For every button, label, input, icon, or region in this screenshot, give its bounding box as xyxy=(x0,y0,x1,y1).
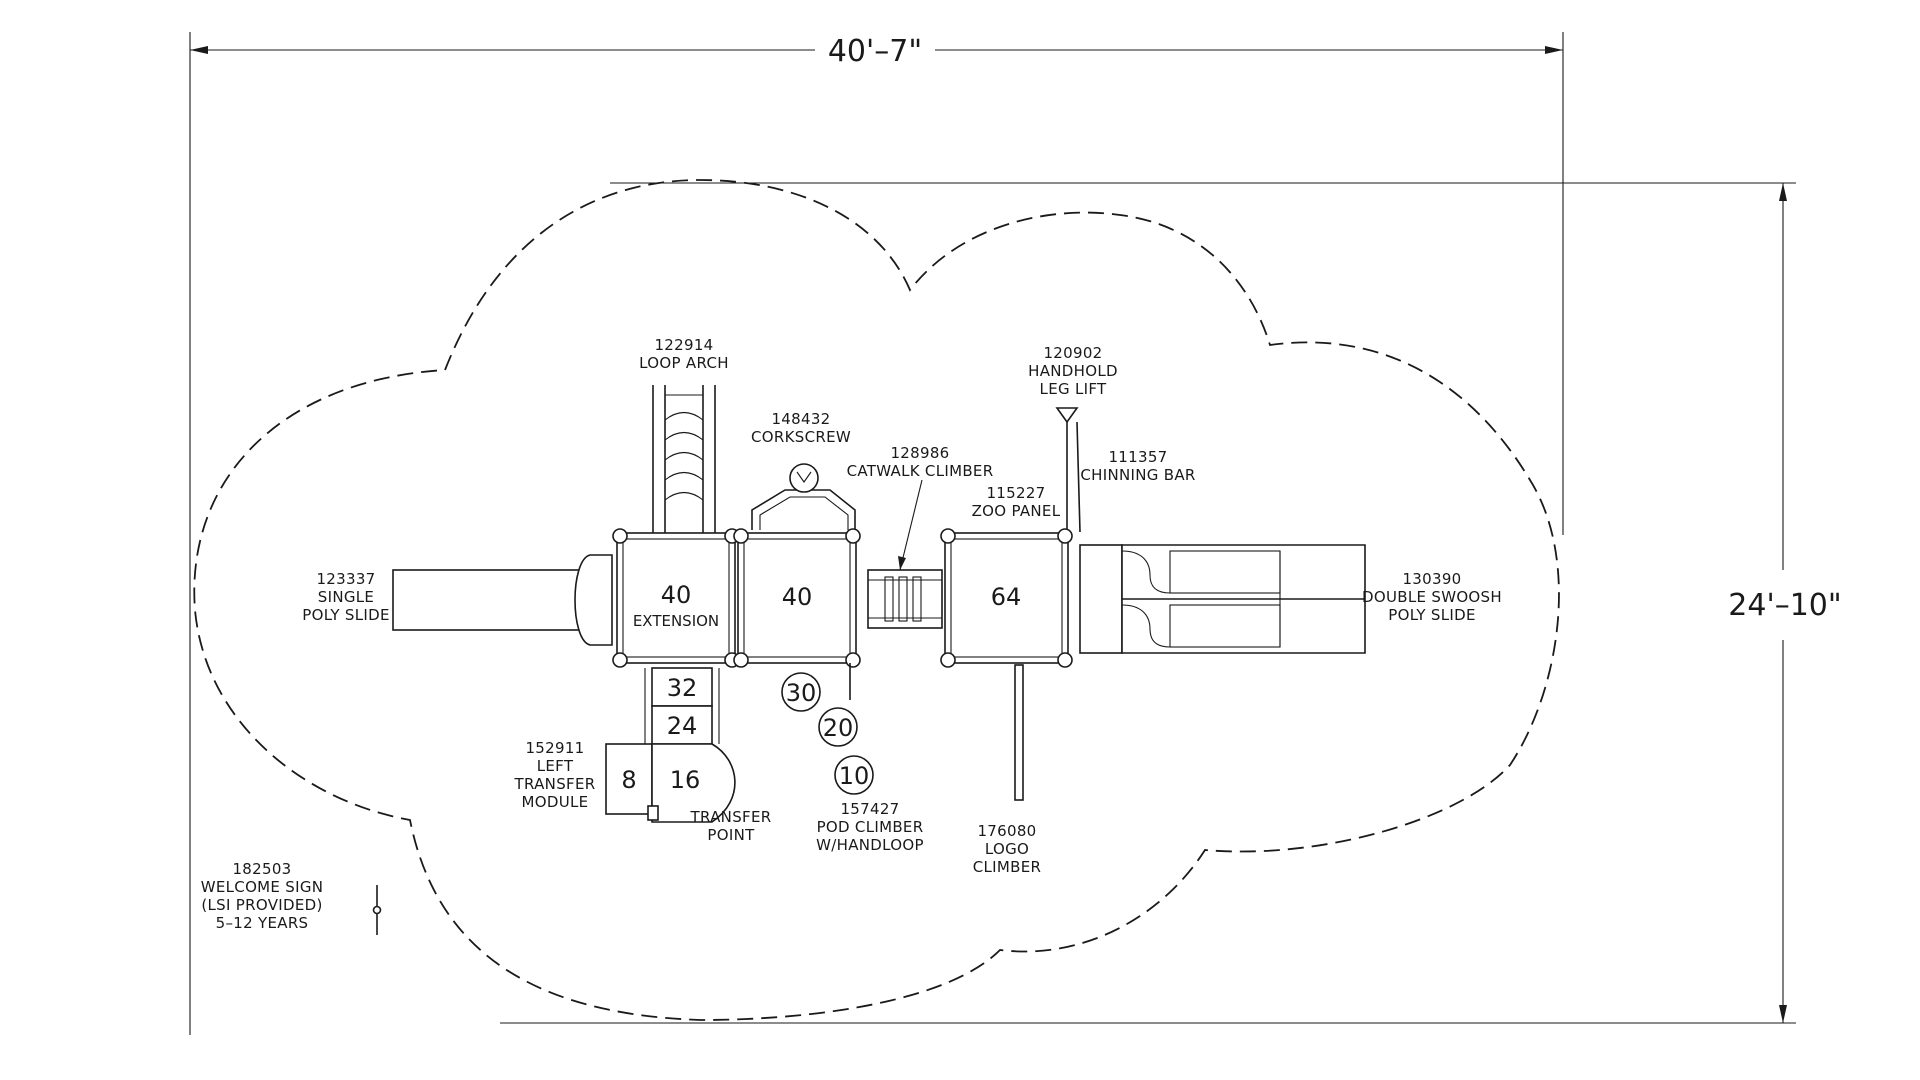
transfer-steps: 32 24 xyxy=(644,667,720,745)
step-height-8: 8 xyxy=(621,766,636,794)
corkscrew-name: CORKSCREW xyxy=(751,428,851,446)
handhold-name-2: LEG LIFT xyxy=(1040,380,1107,398)
zoo-panel-part-number: 115227 xyxy=(986,484,1045,502)
width-dimension-text: 40'–7" xyxy=(828,34,922,69)
label-chinning-bar: 111357 CHINNING BAR xyxy=(1080,448,1195,484)
loop-arch-part-number: 122914 xyxy=(654,336,713,354)
label-catwalk-climber: 128986 CATWALK CLIMBER xyxy=(847,444,994,480)
chinning-bar-name: CHINNING BAR xyxy=(1080,466,1195,484)
left-transfer-module: 8 16 xyxy=(605,743,736,823)
pod-climber: 30 20 10 xyxy=(781,663,874,795)
label-welcome-sign: 182503 WELCOME SIGN (LSI PROVIDED) 5–12 … xyxy=(201,860,324,932)
transfer-point-name-2: POINT xyxy=(707,826,755,844)
single-slide-name: SINGLE xyxy=(318,588,374,606)
label-pod-climber: 157427 POD CLIMBER W/HANDLOOP xyxy=(816,800,924,854)
left-transfer-part-number: 152911 xyxy=(525,739,584,757)
label-logo-climber: 176080 LOGO CLIMBER xyxy=(973,822,1042,876)
logo-climber-name: LOGO xyxy=(985,840,1029,858)
deck-height-64: 64 xyxy=(991,583,1022,611)
loop-arch-name: LOOP ARCH xyxy=(639,354,729,372)
welcome-sign-age-range: 5–12 YEARS xyxy=(216,914,309,932)
welcome-sign-marker xyxy=(372,885,382,935)
welcome-sign-name: WELCOME SIGN xyxy=(201,878,324,896)
handhold-leg-lift xyxy=(1055,407,1081,533)
pod-climber-name-2: W/HANDLOOP xyxy=(816,836,924,854)
left-transfer-name-2: TRANSFER xyxy=(514,775,596,793)
label-zoo-panel: 115227 ZOO PANEL xyxy=(972,484,1061,520)
pod-height-20: 20 xyxy=(823,714,854,742)
step-height-24: 24 xyxy=(667,712,698,740)
loop-arch xyxy=(652,385,716,535)
depth-dimension-text: 24'–10" xyxy=(1728,588,1841,623)
single-slide-name-2: POLY SLIDE xyxy=(302,606,389,624)
logo-climber xyxy=(1014,664,1024,801)
deck-height-40-ext: 40 xyxy=(661,581,692,609)
double-swoosh-name-2: POLY SLIDE xyxy=(1388,606,1475,624)
welcome-sign-note: (LSI PROVIDED) xyxy=(201,896,322,914)
logo-climber-part-number: 176080 xyxy=(977,822,1036,840)
pod-height-10: 10 xyxy=(839,762,870,790)
single-slide-part-number: 123337 xyxy=(316,570,375,588)
double-swoosh-name: DOUBLE SWOOSH xyxy=(1362,588,1502,606)
deck-extension-40: 40 EXTENSION xyxy=(612,528,740,668)
catwalk-climber-part-number: 128986 xyxy=(890,444,949,462)
zoo-panel-name: ZOO PANEL xyxy=(972,502,1061,520)
single-poly-slide xyxy=(392,554,613,646)
corkscrew-part-number: 148432 xyxy=(771,410,830,428)
pod-1 xyxy=(781,672,821,712)
pod-height-30: 30 xyxy=(786,679,817,707)
step-height-16: 16 xyxy=(670,766,701,794)
double-swoosh-part-number: 130390 xyxy=(1402,570,1461,588)
handhold-part-number: 120902 xyxy=(1043,344,1102,362)
pod-climber-part-number: 157427 xyxy=(840,800,899,818)
label-handhold-leg-lift: 120902 HANDHOLD LEG LIFT xyxy=(1028,344,1118,398)
label-double-swoosh: 130390 DOUBLE SWOOSH POLY SLIDE xyxy=(1362,570,1502,624)
left-transfer-name-3: MODULE xyxy=(522,793,589,811)
width-dimension: 40'–7" xyxy=(189,32,1564,1035)
catwalk-climber-name: CATWALK CLIMBER xyxy=(847,462,994,480)
chinning-bar-part-number: 111357 xyxy=(1108,448,1167,466)
transfer-point-name: TRANSFER xyxy=(690,808,772,826)
handhold-name: HANDHOLD xyxy=(1028,362,1118,380)
deck-extension-label: EXTENSION xyxy=(633,612,719,630)
depth-dimension: 24'–10" xyxy=(500,182,1842,1024)
catwalk-climber xyxy=(867,479,943,629)
welcome-sign-part-number: 182503 xyxy=(232,860,291,878)
deck-40: 40 xyxy=(733,528,861,668)
step-height-32: 32 xyxy=(667,674,698,702)
label-corkscrew: 148432 CORKSCREW xyxy=(751,410,851,446)
label-left-transfer-module: 152911 LEFT TRANSFER MODULE xyxy=(514,739,596,811)
label-loop-arch: 122914 LOOP ARCH xyxy=(639,336,729,372)
label-transfer-point: TRANSFER POINT xyxy=(690,808,772,844)
pod-2 xyxy=(818,707,858,747)
use-zone-boundary xyxy=(193,179,1560,1021)
deck-height-40: 40 xyxy=(782,583,813,611)
double-swoosh-poly-slide xyxy=(1079,544,1366,654)
corkscrew xyxy=(751,463,856,530)
pod-3 xyxy=(834,755,874,795)
logo-climber-name-2: CLIMBER xyxy=(973,858,1042,876)
deck-64: 64 xyxy=(940,528,1073,668)
left-transfer-name: LEFT xyxy=(537,757,574,775)
pod-climber-name: POD CLIMBER xyxy=(817,818,924,836)
label-single-poly-slide: 123337 SINGLE POLY SLIDE xyxy=(302,570,389,624)
